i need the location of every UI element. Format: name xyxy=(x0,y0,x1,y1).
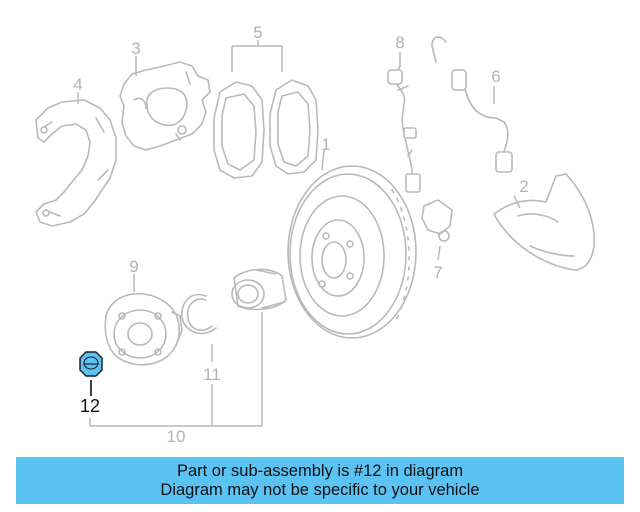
callout-7: 7 xyxy=(433,263,442,282)
part-4-caliper-bracket xyxy=(35,99,117,227)
part-9-wheel-hub xyxy=(104,292,183,366)
callout-1: 1 xyxy=(321,135,330,154)
callout-10: 10 xyxy=(167,427,186,446)
callout-6: 6 xyxy=(491,67,500,86)
part-3-caliper xyxy=(119,61,211,151)
part-5-brake-pads xyxy=(213,79,319,179)
callout-12: 12 xyxy=(80,396,100,416)
callout-8: 8 xyxy=(395,33,404,52)
part-7-abs-sensor xyxy=(421,199,453,242)
callout-11: 11 xyxy=(203,365,221,384)
leader-lines xyxy=(77,40,521,427)
part-12-nut-highlighted[interactable] xyxy=(79,351,103,377)
notice-banner: Part or sub-assembly is #12 in diagram D… xyxy=(16,457,624,504)
callout-2: 2 xyxy=(519,177,528,196)
part-8-wear-sensor xyxy=(387,36,447,193)
part-2-splash-shield xyxy=(493,173,596,271)
part-6-sensor-wire xyxy=(451,69,513,173)
part-10-wheel-bearing xyxy=(231,268,287,311)
part-11-snap-ring xyxy=(181,293,217,335)
brake-assembly-diagram: 1 2 3 4 5 6 7 8 9 10 11 12 xyxy=(35,23,596,446)
callout-3: 3 xyxy=(131,39,140,58)
callout-4: 4 xyxy=(73,75,82,94)
callout-5: 5 xyxy=(253,23,262,42)
callout-labels: 1 2 3 4 5 6 7 8 9 10 11 12 xyxy=(73,23,528,446)
banner-line-2: Diagram may not be specific to your vehi… xyxy=(160,480,480,499)
callout-9: 9 xyxy=(129,257,138,276)
part-1-brake-rotor xyxy=(287,165,417,339)
banner-line-1: Part or sub-assembly is #12 in diagram xyxy=(176,461,464,480)
